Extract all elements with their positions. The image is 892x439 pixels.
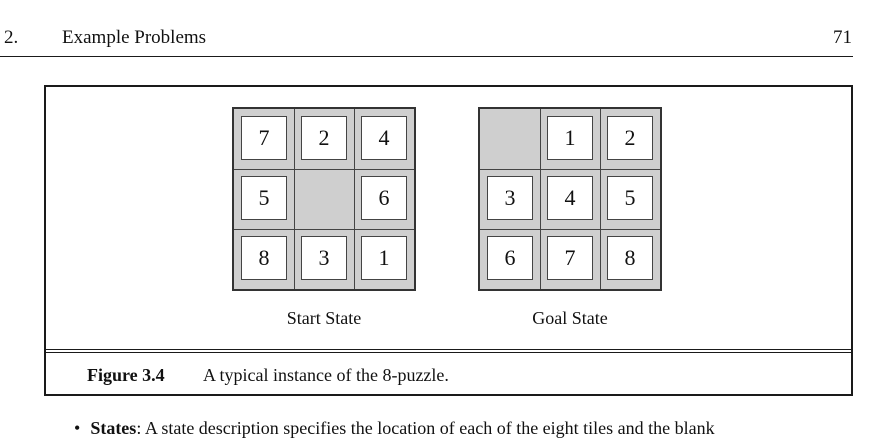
tile: 5 bbox=[241, 176, 287, 220]
tile: 2 bbox=[607, 116, 653, 160]
tile: 6 bbox=[361, 176, 407, 220]
tile-cell: 4 bbox=[354, 109, 414, 169]
tile-cell: 8 bbox=[234, 229, 294, 289]
tile-cell: 6 bbox=[480, 229, 540, 289]
tile: 1 bbox=[361, 236, 407, 280]
blank-cell bbox=[480, 109, 540, 169]
page-number: 71 bbox=[833, 27, 852, 48]
tile: 8 bbox=[241, 236, 287, 280]
tile: 4 bbox=[361, 116, 407, 160]
bullet-term: States bbox=[90, 418, 137, 438]
tile-cell: 1 bbox=[540, 109, 600, 169]
goal-state-board: 1 2 3 4 5 6 7 8 bbox=[478, 107, 662, 291]
caption-divider bbox=[46, 349, 851, 353]
tile-cell: 4 bbox=[540, 169, 600, 229]
tile: 2 bbox=[301, 116, 347, 160]
tile-cell: 5 bbox=[234, 169, 294, 229]
grid-line bbox=[480, 169, 660, 170]
start-state-board: 7 2 4 5 6 8 3 1 bbox=[232, 107, 416, 291]
tile-cell: 8 bbox=[600, 229, 660, 289]
tile: 3 bbox=[301, 236, 347, 280]
tile-cell: 1 bbox=[354, 229, 414, 289]
grid-line bbox=[294, 109, 295, 289]
tile-cell: 3 bbox=[480, 169, 540, 229]
tile: 7 bbox=[547, 236, 593, 280]
tile: 8 bbox=[607, 236, 653, 280]
figure-caption-label: Figure 3.4 bbox=[87, 365, 165, 385]
grid-line bbox=[600, 109, 601, 289]
tile: 6 bbox=[487, 236, 533, 280]
running-header: 2. Example Problems 71 bbox=[0, 0, 853, 57]
tile: 3 bbox=[487, 176, 533, 220]
section-title: Example Problems bbox=[62, 27, 207, 48]
blank-cell bbox=[294, 169, 354, 229]
goal-state-label: Goal State bbox=[532, 308, 608, 328]
tile: 7 bbox=[241, 116, 287, 160]
tile: 5 bbox=[607, 176, 653, 220]
bullet-icon: • bbox=[74, 418, 81, 438]
tile-cell: 7 bbox=[234, 109, 294, 169]
start-state-label: Start State bbox=[286, 308, 362, 328]
tile-cell: 5 bbox=[600, 169, 660, 229]
grid-line bbox=[480, 229, 660, 230]
tile: 1 bbox=[547, 116, 593, 160]
section-number: 2. bbox=[4, 27, 19, 48]
tile-cell: 2 bbox=[294, 109, 354, 169]
body-bullet-paragraph: • States: A state description specifies t… bbox=[74, 418, 715, 439]
grid-line bbox=[234, 169, 414, 170]
tile-cell: 2 bbox=[600, 109, 660, 169]
tile-cell: 7 bbox=[540, 229, 600, 289]
tile: 4 bbox=[547, 176, 593, 220]
grid-line bbox=[354, 109, 355, 289]
figure-caption-text: A typical instance of the 8-puzzle. bbox=[203, 365, 449, 385]
tile-cell: 6 bbox=[354, 169, 414, 229]
grid-line bbox=[540, 109, 541, 289]
tile-cell: 3 bbox=[294, 229, 354, 289]
figure-box: 7 2 4 5 6 8 3 1 1 2 3 4 5 6 7 8 Start St… bbox=[44, 85, 853, 396]
grid-line bbox=[234, 229, 414, 230]
bullet-text: : A state description specifies the loca… bbox=[136, 418, 715, 438]
